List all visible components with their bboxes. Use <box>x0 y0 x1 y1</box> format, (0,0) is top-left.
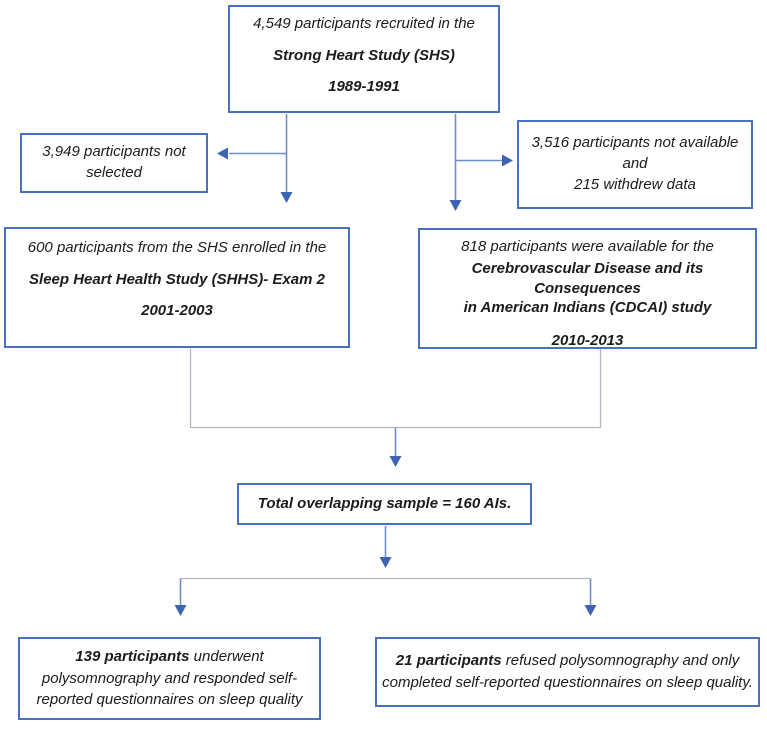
cdcai-study-name-line2: in American Indians (CDCAI) study <box>463 299 712 317</box>
cdcai-years: 2010-2013 <box>551 332 624 350</box>
not-available-line3: 215 withdrew data <box>574 175 696 193</box>
box-shs-recruited: 4,549 participants recruited in the Stro… <box>228 5 500 113</box>
psg-description: underwent polysomnography and responded … <box>36 647 303 709</box>
shhs-years: 2001-2003 <box>141 302 213 320</box>
arrow-split-right-icon <box>584 578 597 616</box>
not-selected-line2: selected <box>86 164 142 181</box>
shs-study-name: Strong Heart Study (SHS) <box>273 46 455 64</box>
arrow-shs-down-left-icon <box>280 114 293 203</box>
refused-description: refused polysomnography and only complet… <box>382 652 753 691</box>
arrow-merge-to-total-icon <box>389 427 402 467</box>
box-total-sample: Total overlapping sample = 160 AIs. <box>237 483 532 525</box>
psg-completed-text: 139 participants underwent polysomnograp… <box>26 646 313 711</box>
not-available-line2: and <box>622 155 648 173</box>
psg-count: 139 participants <box>75 647 190 665</box>
shhs-study-name: Sleep Heart Health Study (SHHS)- Exam 2 <box>29 270 325 288</box>
shs-recruited-text: 4,549 participants recruited in the <box>253 15 475 32</box>
box-cdcai-available: 818 participants were available for the … <box>418 228 757 349</box>
box-shhs-enrolled: 600 participants from the SHS enrolled i… <box>4 227 350 348</box>
refused-count: 21 participants <box>395 652 502 670</box>
arrow-total-down-icon <box>379 526 392 568</box>
arrow-shs-down-right-icon <box>449 114 462 211</box>
total-sample-text: Total overlapping sample = 160 AIs. <box>257 494 512 512</box>
not-available-line1: 3,516 participants not available <box>531 134 739 152</box>
cdcai-available-text: 818 participants were available for the <box>461 238 714 255</box>
box-not-available: 3,516 participants not available and 215… <box>517 120 753 209</box>
cdcai-study-name-line1: Cerebrovascular Disease and its Conseque… <box>471 259 704 297</box>
arrow-to-not-selected-icon <box>217 147 287 160</box>
arrow-split-left-icon <box>174 578 187 616</box>
shs-years: 1989-1991 <box>328 78 400 96</box>
arrow-to-not-available-icon <box>455 154 513 167</box>
box-psg-refused: 21 participants refused polysomnography … <box>375 637 760 707</box>
shhs-enrolled-text: 600 participants from the SHS enrolled i… <box>27 239 327 256</box>
box-psg-completed: 139 participants underwent polysomnograp… <box>18 637 321 720</box>
merge-bracket-icon <box>189 349 602 429</box>
not-selected-line1: 3,949 participants not <box>42 143 186 161</box>
box-not-selected: 3,949 participants not selected <box>20 133 208 193</box>
psg-refused-text: 21 participants refused polysomnography … <box>382 650 754 694</box>
